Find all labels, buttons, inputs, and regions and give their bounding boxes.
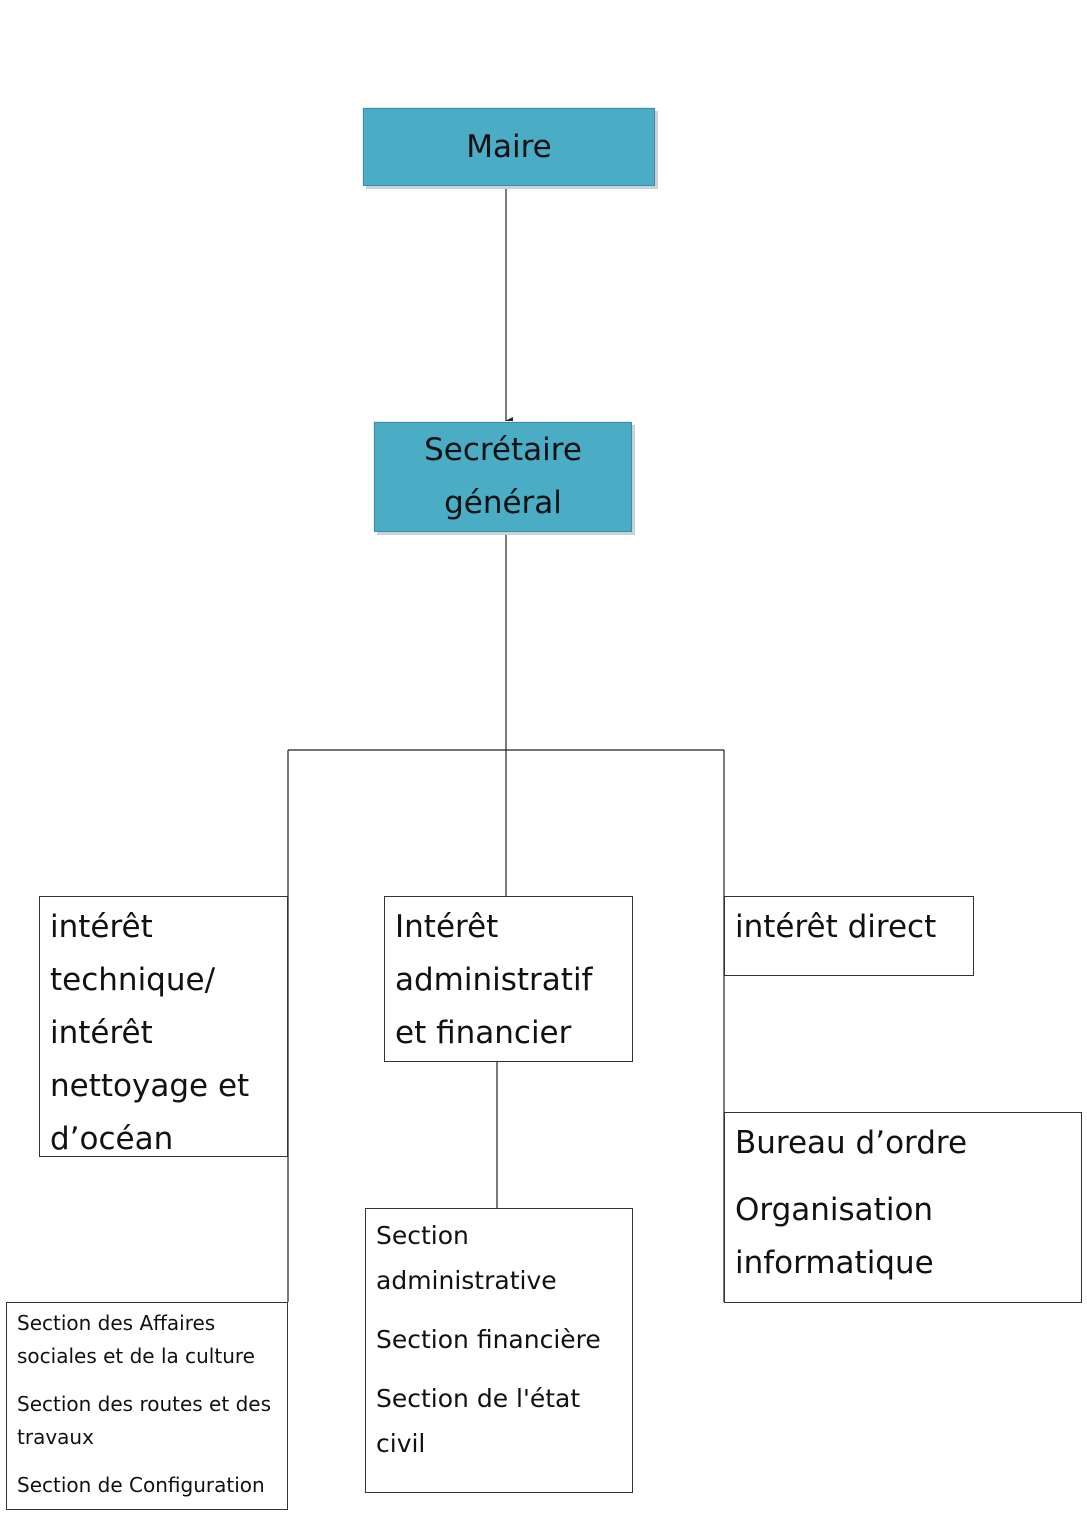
technique-line-2: technique/ xyxy=(50,962,216,998)
technique-line-4: nettoyage et xyxy=(50,1068,250,1104)
sections-tech-line-4: travaux xyxy=(17,1425,94,1449)
sections-tech-line-3: Section des routes et des xyxy=(17,1392,271,1416)
node-secretaire-general: Secrétaire général xyxy=(374,422,632,532)
sections-admin-line-2: administrative xyxy=(376,1266,557,1295)
node-secretaire-line-2: général xyxy=(444,485,562,521)
direct-label: intérêt direct xyxy=(735,909,937,945)
technique-line-1: intérêt xyxy=(50,909,153,945)
sections-admin-line-3: Section financière xyxy=(376,1325,601,1354)
sections-tech-line-2: sociales et de la culture xyxy=(17,1344,255,1368)
node-interet-administratif: Intérêt administratif et financier xyxy=(384,896,633,1062)
node-bureau-ordre: Bureau d’ordre Organisation informatique xyxy=(724,1112,1082,1303)
node-interet-direct: intérêt direct xyxy=(724,896,974,976)
technique-line-3: intérêt xyxy=(50,1015,153,1051)
node-sections-administratives: Section administrative Section financièr… xyxy=(365,1208,633,1493)
administratif-line-3: et financier xyxy=(395,1015,572,1051)
bureau-line-3: informatique xyxy=(735,1245,934,1281)
sections-admin-line-5: civil xyxy=(376,1429,426,1458)
sections-tech-line-1: Section des Affaires xyxy=(17,1311,216,1335)
node-sections-techniques: Section des Affaires sociales et de la c… xyxy=(6,1302,288,1510)
sections-admin-line-1: Section xyxy=(376,1221,469,1250)
bureau-line-1: Bureau d’ordre xyxy=(735,1125,968,1161)
node-maire-label: Maire xyxy=(466,128,552,165)
sections-admin-line-4: Section de l'état xyxy=(376,1384,581,1413)
sections-tech-line-5: Section de Configuration xyxy=(17,1473,265,1497)
node-secretaire-line-1: Secrétaire xyxy=(424,432,582,468)
bureau-line-2: Organisation xyxy=(735,1192,934,1228)
administratif-line-1: Intérêt xyxy=(395,909,499,945)
node-interet-technique: intérêt technique/ intérêt nettoyage et … xyxy=(39,896,288,1157)
node-maire: Maire xyxy=(363,108,655,186)
administratif-line-2: administratif xyxy=(395,962,593,998)
technique-line-5: d’océan xyxy=(50,1121,174,1157)
